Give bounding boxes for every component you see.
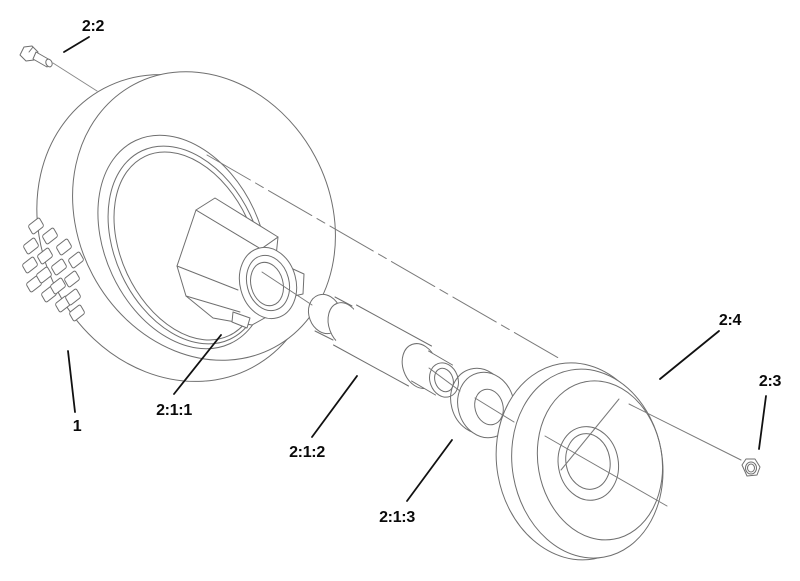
leader-lines (63, 36, 767, 502)
center-marks (261, 271, 742, 507)
bolt-drawing (19, 45, 98, 92)
hub-drawing (176, 197, 305, 329)
axis-centerline (206, 154, 563, 361)
callout-hub: 2:1:1 (156, 402, 192, 419)
callout-bolt: 2:2 (81, 18, 105, 35)
tire-tread-pattern (22, 217, 85, 322)
nut-drawing (741, 458, 761, 477)
callout-spacer: 2:1:2 (289, 444, 325, 461)
callout-nut: 2:3 (758, 373, 782, 390)
callout-washer: 2:1:3 (379, 509, 415, 526)
callout-rim: 2:4 (718, 312, 742, 329)
rim-drawing (495, 362, 664, 561)
spacer-drawing (307, 293, 459, 398)
callout-tire: 1 (72, 418, 82, 435)
